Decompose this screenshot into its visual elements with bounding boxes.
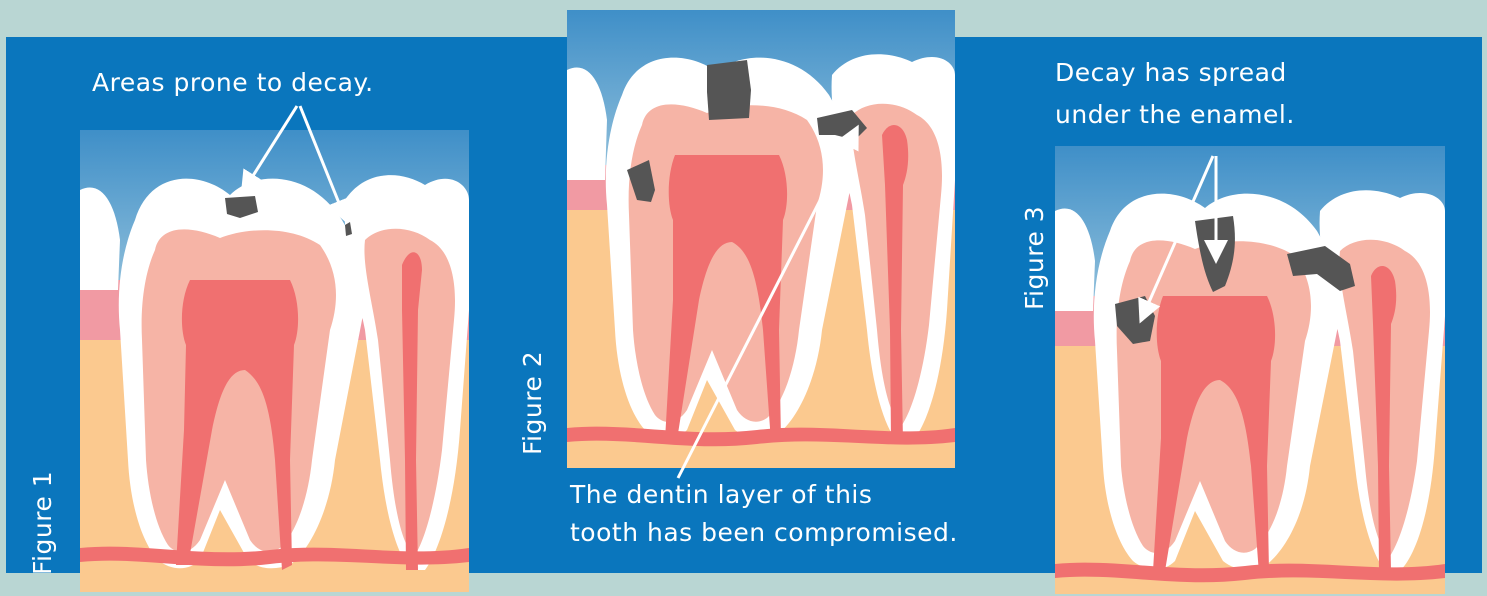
- figure-3-annotation-line-1: Decay has spread: [1055, 58, 1287, 88]
- figure-1-annotation: Areas prone to decay.: [92, 68, 374, 98]
- figure-3-label: Figure 3: [1020, 206, 1049, 310]
- figure-3-panel: [1055, 146, 1445, 594]
- figure-2-annotation-line-2: tooth has been compromised.: [570, 518, 958, 548]
- decay-spot: [707, 60, 751, 120]
- figure-1-label: Figure 1: [28, 471, 57, 575]
- figure-2-panel: [567, 10, 955, 468]
- figure-2-illustration: [567, 10, 955, 468]
- figure-3-illustration: [1055, 146, 1445, 594]
- figure-1-panel: [80, 130, 469, 592]
- figure-1-illustration: [80, 130, 469, 592]
- figure-2-annotation-line-1: The dentin layer of this: [570, 480, 872, 510]
- figure-3-annotation-line-2: under the enamel.: [1055, 100, 1295, 130]
- figure-2-label: Figure 2: [518, 351, 547, 455]
